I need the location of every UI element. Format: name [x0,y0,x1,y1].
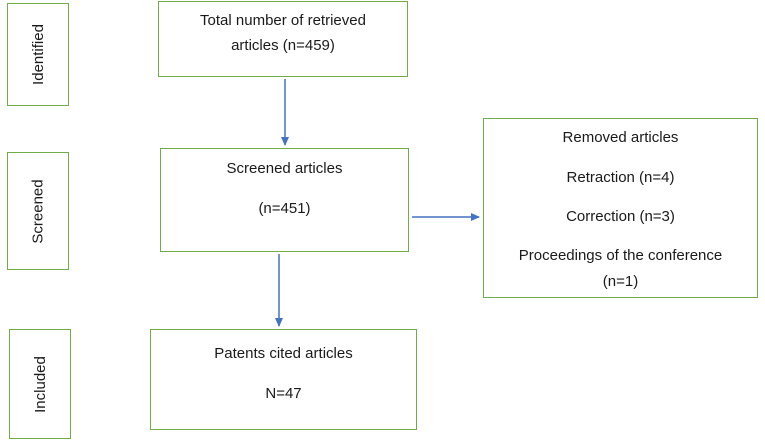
patents-cited-count: N=47 [265,385,302,402]
screened-articles-box: Screened articles (n=451) [160,148,409,252]
removed-retraction: Retraction (n=4) [566,169,675,186]
stage-identified-label: Identified [29,24,47,85]
screened-count: (n=451) [258,200,311,217]
stage-included: Included [9,329,71,439]
stage-screened-label: Screened [29,178,47,244]
patents-cited-box: Patents cited articles N=47 [150,329,417,430]
removed-proceedings-line-2: (n=1) [602,273,639,290]
stage-identified: Identified [7,3,69,106]
retrieved-articles-box: Total number of retrieved articles (n=45… [158,1,408,77]
removed-title: Removed articles [562,129,679,146]
removed-correction: Correction (n=3) [566,208,675,225]
stage-included-label: Included [31,355,49,413]
retrieved-line-2: articles (n=459) [231,37,335,54]
removed-proceedings-line-1: Proceedings of the conference [518,247,723,264]
removed-articles-box: Removed articles Retraction (n=4) Correc… [483,118,758,298]
stage-screened: Screened [7,152,69,270]
patents-cited-title: Patents cited articles [214,345,353,362]
retrieved-line-1: Total number of retrieved [200,12,366,29]
screened-title: Screened articles [226,160,343,177]
